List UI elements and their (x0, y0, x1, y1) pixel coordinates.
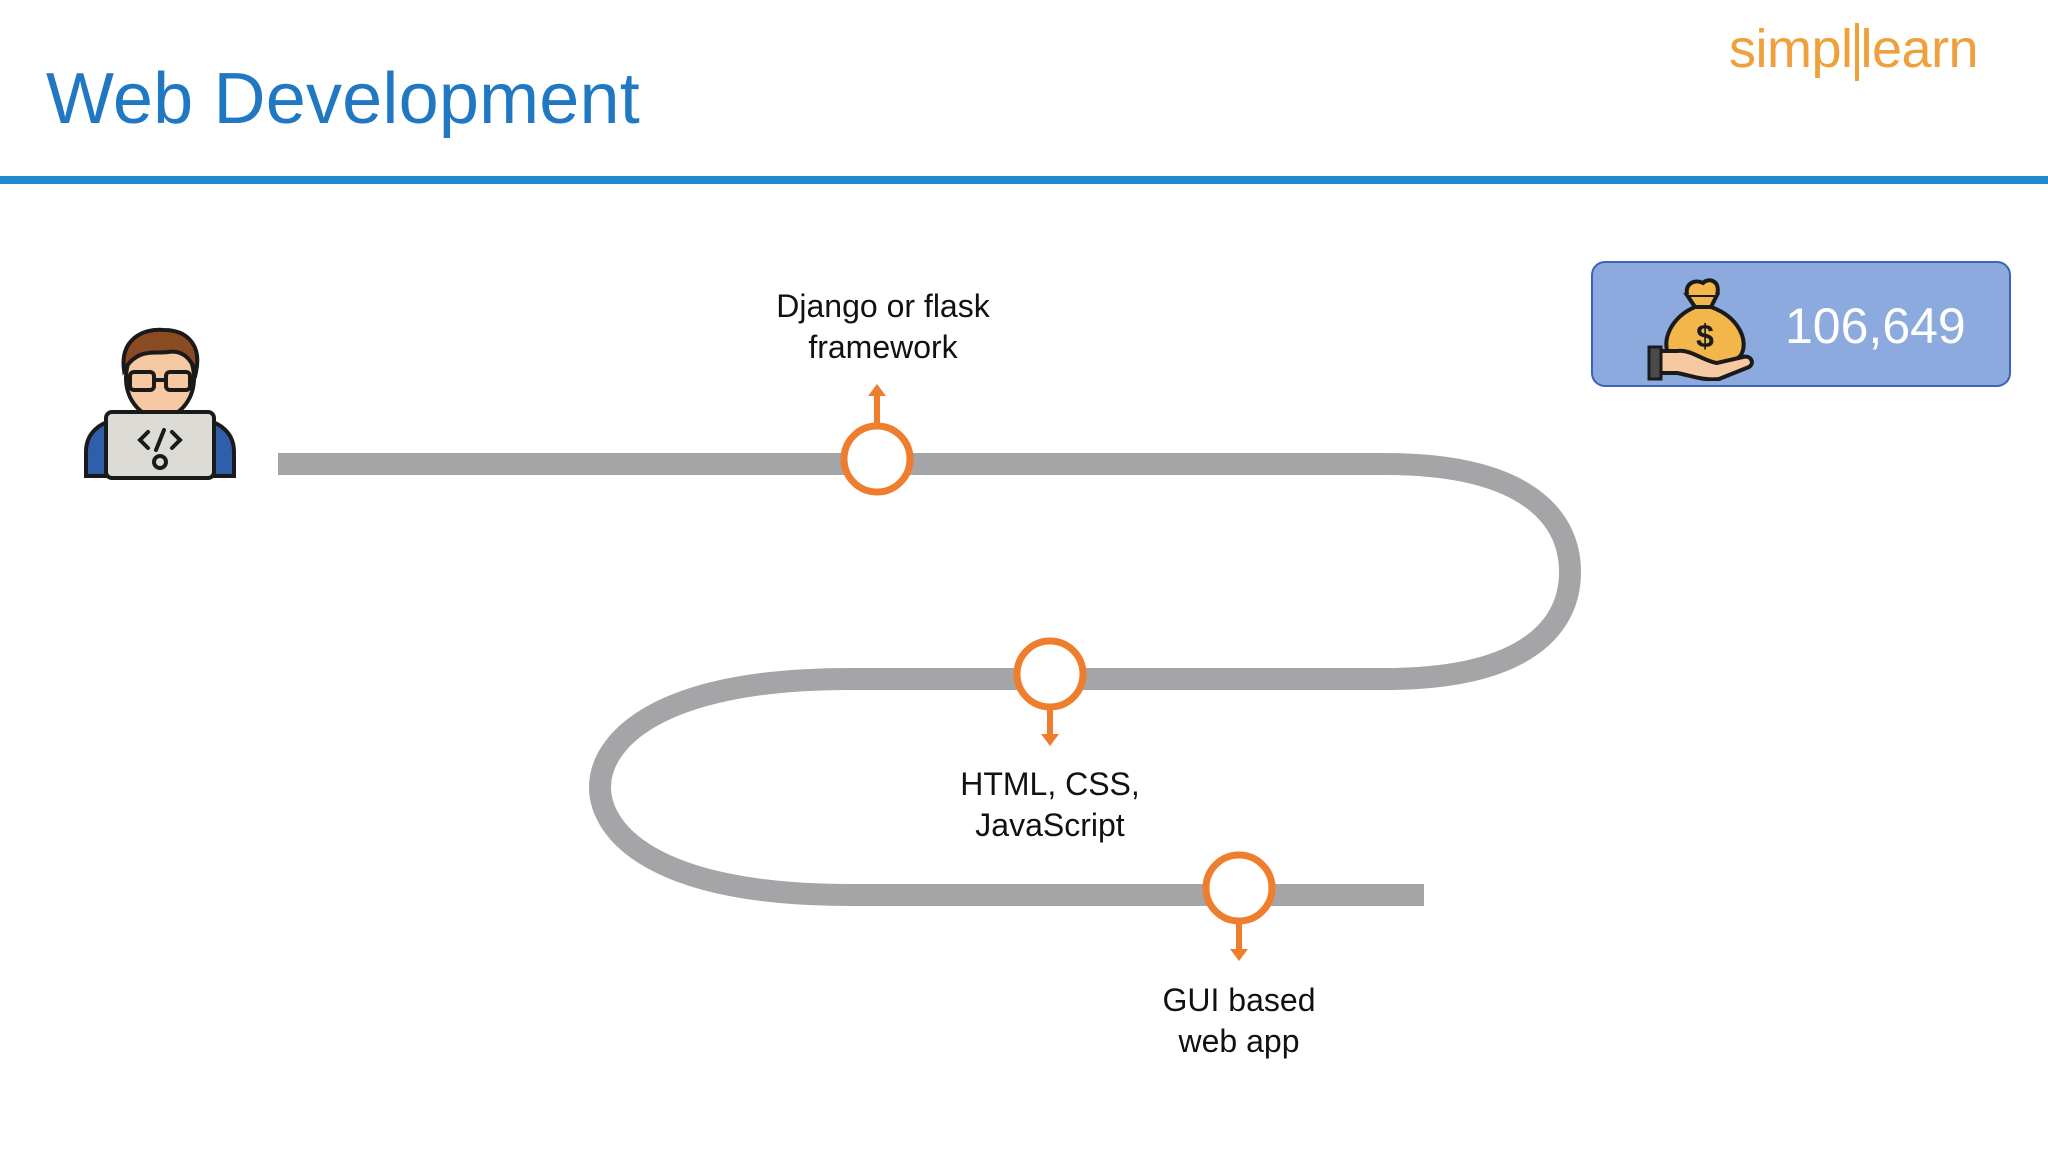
salary-card: $ 106,649 (1591, 261, 2011, 387)
money-bag-hand-icon: $ (1647, 278, 1754, 381)
milestone-1-label: Django or flask framework (776, 288, 990, 365)
salary-value: 106,649 (1785, 298, 1966, 354)
milestone-2-label: HTML, CSS, JavaScript (960, 766, 1140, 843)
milestone-3-marker (1202, 851, 1276, 961)
page-title: Web Development (46, 59, 640, 139)
svg-text:$: $ (1696, 318, 1714, 354)
developer-laptop-icon (84, 327, 236, 480)
milestone-ring-icon (1202, 851, 1276, 925)
brand-logo-divider (1854, 23, 1859, 81)
brand-logo-left: simpl (1729, 19, 1853, 79)
brand-logo-right: learn (1860, 19, 1979, 79)
title-rule (0, 176, 2048, 184)
milestone-3-label: GUI based web app (1162, 982, 1316, 1059)
road-path (278, 453, 1582, 906)
milestone-2-marker (1013, 637, 1087, 746)
milestone-ring-icon (1013, 637, 1087, 711)
milestone-ring-icon (840, 422, 914, 496)
milestone-1-marker (840, 384, 914, 496)
